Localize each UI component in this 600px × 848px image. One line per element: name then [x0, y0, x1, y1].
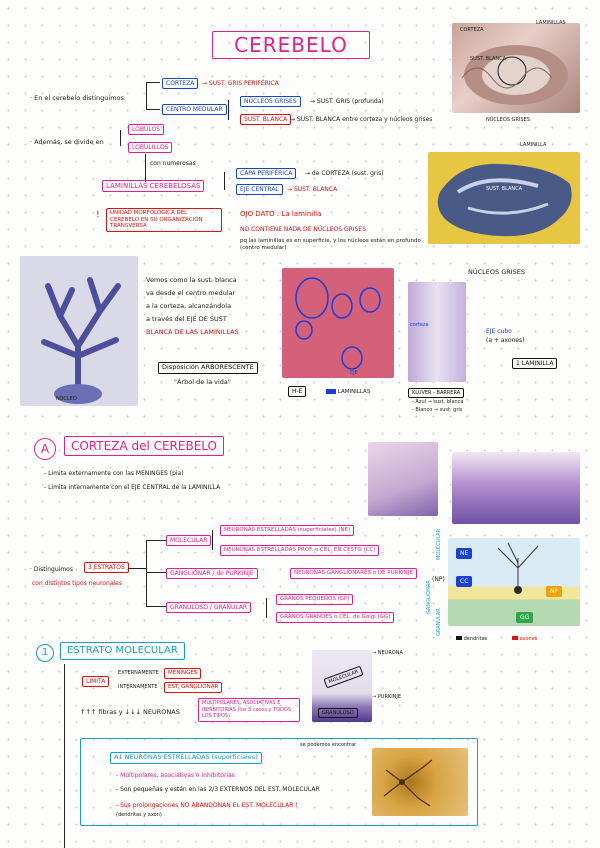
corteza-box: CORTEZA [162, 78, 199, 90]
legend-axones: axones [512, 636, 537, 642]
gran-1-box: GRANOS PEQUEÑOS (GP) [276, 594, 354, 605]
int-label: INTERNAMENTE [118, 684, 158, 690]
limita-box: LIMITA [82, 676, 110, 688]
kluver-2: - Blanco → sust. gris [412, 407, 463, 413]
sust-blanca-note: → SUST. BLANCA entre corteza y núcleos g… [290, 116, 433, 123]
bullet-2: - Son pequeñas y están en las 2/3 EXTERN… [116, 786, 320, 793]
kluver-1: - Azul → sust. blanca [412, 399, 464, 405]
eje-central-box: EJE CENTRAL [236, 184, 283, 196]
neuronas-box: MULTIPOLARES, ASOCIATIVAS E INHIBITORIAS… [198, 698, 300, 722]
arbor-vitae-image [20, 256, 138, 406]
centro-medular-box: CENTRO MEDULAR [162, 104, 227, 116]
division-lead: · Además, se divide en [30, 138, 104, 146]
alert-mark: ! [96, 210, 100, 220]
eje-cubo: EJE cubo [486, 328, 512, 335]
kluver-image [408, 282, 466, 382]
capa-note: → de CORTEZA (sust. gris) [305, 170, 384, 177]
bullet-3: - Sus prolongaciones NO ABANDONAN EL EST… [116, 802, 298, 809]
molecular-box: MOLECULAR [166, 535, 212, 547]
subsection-box [80, 738, 478, 826]
capa-periferica-box: CAPA PERIFÉRICA [236, 168, 297, 180]
mol-1-box: NEURONAS ESTRELLADAS (superficiales) (NE… [220, 525, 355, 536]
arbor-nucleo-label: NÚCLEO [56, 396, 77, 402]
diag-cc: CC [456, 576, 473, 588]
limita-ext: - Limita externamente con las MENINGES (… [44, 470, 184, 477]
legend-dendritas: dendritas [456, 636, 487, 642]
diag-np: NP [546, 586, 563, 598]
division-con: con numerosas [150, 160, 196, 167]
molecular-layer-image [312, 650, 372, 722]
cerebellum-gross-image [452, 23, 580, 113]
mol-2-box: NEURONAS ESTRELLADAS PROF. o CÉL. EN CES… [220, 545, 380, 556]
est-gang-box: EST. GANGLIONAR [164, 682, 223, 693]
diag-ne: NE [456, 548, 473, 560]
fibras: ↑↑↑ fibras y ↓↓↓ NEURONAS [80, 708, 180, 716]
brain-label-laminilla: LAMINILLA [520, 142, 547, 148]
laminillas-box: LAMINILLAS CEREBELOSAS [102, 180, 205, 193]
kluver-corteza-label: corteza [410, 322, 429, 328]
ojo-dato: OJO DATO : La laminilla [240, 210, 322, 218]
laminillas-legend: LAMINILLAS [326, 389, 370, 395]
diag-molecular: MOLECULAR [436, 528, 442, 560]
brain-caption: NÚCLEOS GRISES [468, 268, 526, 276]
gran-2-box: GRANOS GRANDES o CÉL. de Golgi (GG) [276, 612, 395, 623]
arbol-vida: "Árbol de la vida" [174, 378, 231, 386]
section-a-title: CORTEZA del CEREBELO [64, 436, 224, 457]
section-1-title: ESTRATO MOLECULAR [60, 642, 185, 660]
ganglionar-box: GANGLIONAR / de PURKINJE [166, 568, 258, 580]
top-image-label-nucleos: NÚCLEOS GRISES [486, 117, 530, 123]
ext-label: EXTERNAMENTE [118, 670, 159, 676]
unidad-text: UNIDAD MORFOLÓGICA DEL CEREBELO EN SU OR… [110, 210, 203, 230]
unidad-morfologica-box: UNIDAD MORFOLÓGICA DEL CEREBELO EN SU OR… [106, 208, 222, 232]
no-contiene: NO CONTIENE NADA DE NÚCLEOS GRISES [240, 226, 367, 233]
sub-title: A1 NEURONAS ESTRELLADAS (superficiales) [110, 752, 262, 764]
lobulillos-box: LOBULILLOS [128, 142, 173, 154]
limita-int: - Limita internamente con el EJE CENTRAL… [44, 484, 221, 491]
disposicion-box: Disposición ARBORESCENTE [158, 362, 258, 374]
histology-image-a [368, 442, 438, 516]
pq-note: pq las laminillas es en superficie, y lo… [240, 238, 421, 252]
section-1-number: 1 [36, 644, 54, 662]
he-label: H-E [288, 386, 307, 398]
page-title: CEREBELO [212, 31, 370, 59]
meninges-box: MENINGES [164, 668, 202, 679]
stellate-neuron-image [372, 748, 468, 816]
top-image-label-corteza: CORTEZA [460, 27, 484, 33]
arbor-text: Vemos como la sust. blanca va desde el c… [146, 276, 239, 336]
tipos-neuronales: con distintos tipos neuronales [32, 580, 122, 587]
gang-1-box: NEURONAS GANGLIONARES o DE PURKINJE [290, 568, 417, 579]
kluver-label: KLUVER - BARRERA [408, 388, 465, 398]
histology-image-b [452, 452, 580, 524]
estratos-box: 3 ESTRATOS [84, 562, 129, 574]
bullet-1: - Multipolares, asociativas e inhibitori… [116, 772, 235, 779]
corteza-note: → SUST. GRIS PERIFÉRICA [202, 80, 279, 87]
eje-note: → SUST. BLANCA [287, 186, 338, 193]
granuloso-box: GRANULOSO / GRANULAR [166, 602, 252, 614]
sust-blanca-box: SUST. BLANCA [240, 114, 292, 126]
he-eje-label: EJE [350, 370, 358, 376]
img-label-granuloso: GRANULOSO [318, 708, 358, 718]
diag-ganglionar: GANGLIONAR [426, 580, 432, 614]
img-label-neurona: → NEURONA [372, 650, 403, 656]
bullet-3-sub: (dendritas y axón) [116, 812, 162, 818]
diag-gg: GG [516, 612, 534, 624]
cerebellum-stained-image [428, 152, 580, 244]
img-label-purkinje: → PURKINJE [372, 694, 402, 700]
distinguimos: · Distinguimos [30, 566, 73, 573]
intro-lead: · En el cerebelo distinguimos [30, 94, 124, 102]
diag-granular: GRANULAR [436, 608, 442, 636]
brain-label-sust-blanca: SUST. BLANCA [486, 186, 523, 192]
sub-note: se podemos encontrar [300, 742, 357, 748]
nucleos-grises-box: NÚCLEOS GRISES [240, 96, 301, 108]
eje-sub: (a + axones) [486, 337, 525, 344]
nucleos-note: → SUST. GRIS (profunda) [310, 98, 384, 105]
top-image-label-sust-blanca: SUST. BLANCA [470, 56, 507, 62]
lobulos-box: LÓBULOS [128, 124, 165, 136]
he-image [282, 268, 394, 378]
una-laminilla-box: 1 LAMINILLA [512, 358, 558, 370]
gang-1-tag: (NP) [432, 576, 445, 583]
section-a-letter: A [34, 438, 56, 460]
top-image-label-laminillas: LAMINILLAS [536, 20, 566, 26]
